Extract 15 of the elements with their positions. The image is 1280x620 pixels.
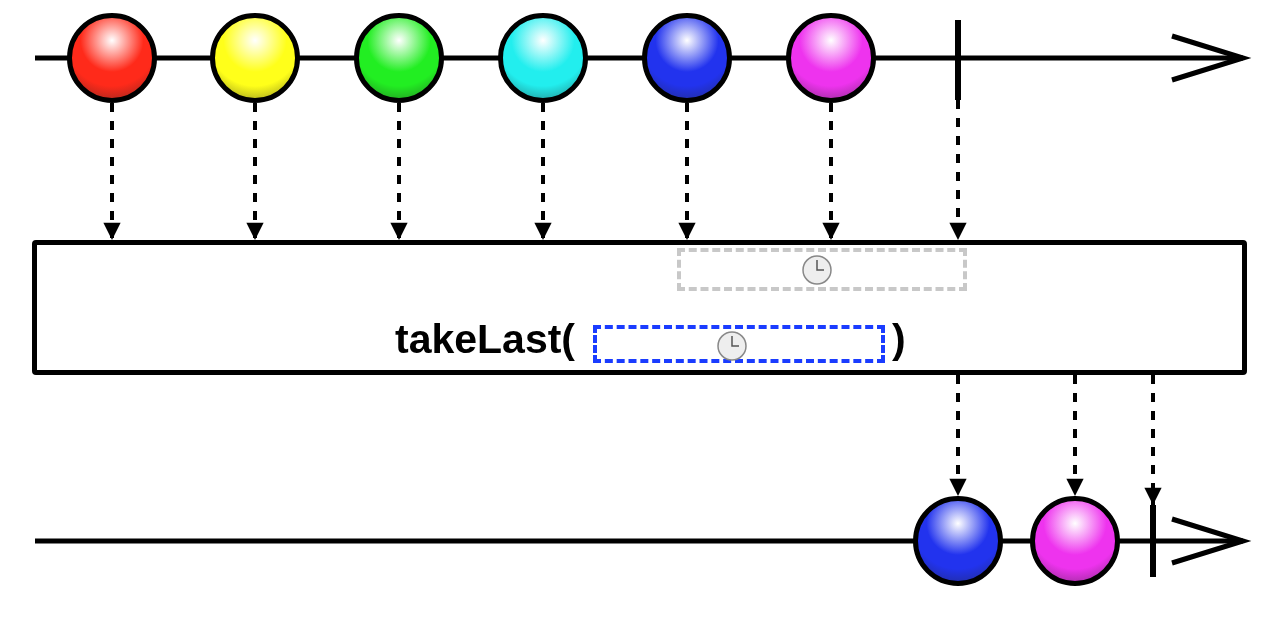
- arrow: [534, 103, 552, 240]
- operator-box: [32, 240, 1247, 375]
- arrow: [822, 103, 840, 240]
- completion-mark: [955, 20, 961, 100]
- arrow: [949, 100, 967, 240]
- arrow: [103, 103, 121, 240]
- arrow: [1144, 375, 1162, 505]
- arrow: [390, 103, 408, 240]
- arrow: [246, 103, 264, 240]
- operator-label: ): [892, 315, 906, 363]
- arrow: [949, 375, 967, 496]
- completion-mark: [1150, 505, 1156, 577]
- arrow: [678, 103, 696, 240]
- arrow: [1066, 375, 1084, 496]
- operator-label: takeLast(: [395, 315, 575, 363]
